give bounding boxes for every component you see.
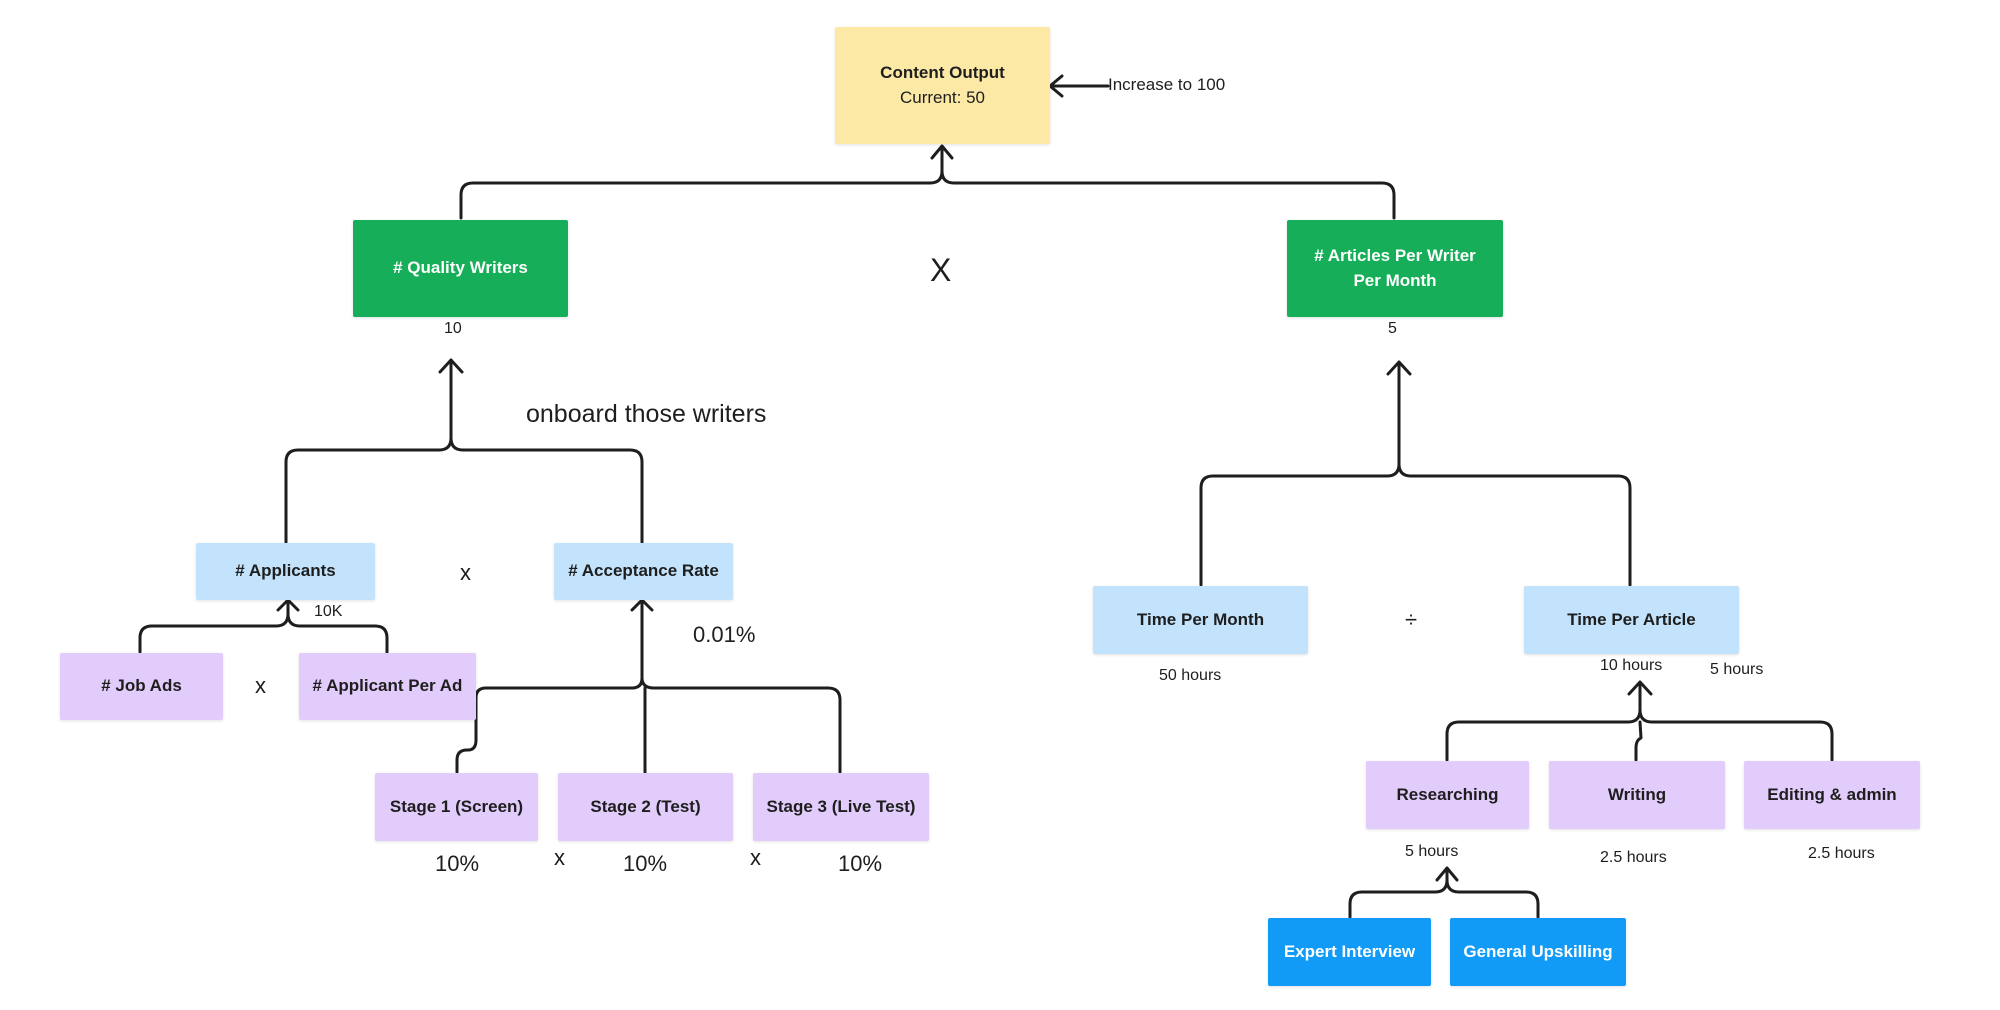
node-expert-interview[interactable]: Expert Interview bbox=[1268, 918, 1431, 986]
node-content-output-subtitle: Current: 50 bbox=[899, 87, 986, 107]
connector-applicants-to-writers bbox=[284, 360, 453, 544]
connector-editing-to-time-article bbox=[1638, 708, 1834, 762]
node-researching-title: Researching bbox=[1396, 784, 1499, 804]
node-time-per-article-title: Time Per Article bbox=[1567, 609, 1696, 629]
node-expert-interview-title: Expert Interview bbox=[1283, 941, 1416, 961]
connector-writing-to-time-article bbox=[1634, 720, 1643, 762]
main-multiply-operator: X bbox=[930, 252, 952, 288]
connector-stage1-to-acceptance bbox=[455, 598, 644, 774]
onboard-note: onboard those writers bbox=[526, 400, 767, 428]
node-time-per-article[interactable]: Time Per Article bbox=[1524, 586, 1739, 654]
connector-stage3-to-acceptance bbox=[640, 676, 842, 774]
connector-articles-to-output bbox=[940, 169, 1396, 220]
time-per-article-alt-value: 5 hours bbox=[1710, 661, 1764, 678]
stage2-value: 10% bbox=[623, 851, 668, 876]
node-job-ads[interactable]: # Job Ads bbox=[60, 653, 223, 720]
arrowhead-time-per-article bbox=[1627, 680, 1653, 696]
node-acceptance-rate[interactable]: # Acceptance Rate bbox=[554, 543, 733, 600]
node-time-per-month[interactable]: Time Per Month bbox=[1093, 586, 1308, 654]
node-stage1-title: Stage 1 (Screen) bbox=[389, 796, 524, 816]
node-stage1[interactable]: Stage 1 (Screen) bbox=[375, 773, 538, 841]
connector-expert-to-researching bbox=[1348, 868, 1449, 919]
node-articles-per-writer-title: # Articles Per Writer Per Month bbox=[1314, 245, 1476, 290]
node-editing[interactable]: Editing & admin bbox=[1744, 761, 1920, 829]
node-quality-writers[interactable]: # Quality Writers bbox=[353, 220, 568, 317]
editing-value: 2.5 hours bbox=[1808, 845, 1875, 862]
node-content-output[interactable]: Content Output Current: 50 bbox=[835, 27, 1050, 144]
node-applicants-title: # Applicants bbox=[235, 561, 336, 581]
node-job-ads-title: # Job Ads bbox=[101, 676, 182, 696]
node-quality-writers-title: # Quality Writers bbox=[393, 258, 528, 278]
node-stage2-title: Stage 2 (Test) bbox=[590, 796, 701, 816]
node-content-output-title: Content Output bbox=[880, 62, 1005, 82]
researching-value: 5 hours bbox=[1405, 843, 1459, 860]
applicants-multiply-operator: x bbox=[460, 560, 471, 585]
arrowhead-articles bbox=[1386, 360, 1412, 376]
increase-target-label: Increase to 100 bbox=[1108, 75, 1226, 94]
stage3-value: 10% bbox=[838, 851, 883, 876]
writing-value: 2.5 hours bbox=[1600, 849, 1667, 866]
arrowhead-content-output bbox=[930, 144, 954, 160]
node-applicant-per-ad-title: # Applicant Per Ad bbox=[312, 676, 463, 696]
connector-upskilling-to-researching bbox=[1445, 878, 1540, 919]
time-per-article-value: 10 hours bbox=[1600, 657, 1663, 674]
node-editing-title: Editing & admin bbox=[1767, 784, 1897, 804]
connector-time-month-to-articles bbox=[1199, 362, 1401, 587]
quality-writers-value: 10 bbox=[444, 320, 462, 337]
arrowhead-increase bbox=[1048, 74, 1064, 98]
articles-per-writer-value: 5 bbox=[1388, 320, 1397, 337]
node-general-upskilling[interactable]: General Upskilling bbox=[1450, 918, 1626, 986]
node-stage3-title: Stage 3 (Live Test) bbox=[766, 796, 916, 816]
node-researching[interactable]: Researching bbox=[1366, 761, 1529, 829]
stage-multiply-operator-1: x bbox=[554, 845, 565, 870]
node-acceptance-rate-title: # Acceptance Rate bbox=[568, 561, 719, 581]
node-stage2[interactable]: Stage 2 (Test) bbox=[558, 773, 733, 841]
connector-acceptance-to-writers bbox=[449, 436, 644, 544]
applicants-value: 10K bbox=[314, 603, 343, 620]
divide-operator: ÷ bbox=[1405, 607, 1418, 632]
node-writing-title: Writing bbox=[1607, 784, 1667, 804]
node-writing[interactable]: Writing bbox=[1549, 761, 1725, 829]
stage1-value: 10% bbox=[435, 851, 480, 876]
node-time-per-month-title: Time Per Month bbox=[1136, 609, 1265, 629]
connector-job-ads-to-applicants bbox=[138, 598, 290, 654]
arrowhead-applicants bbox=[276, 598, 300, 612]
stage-multiply-operator-2: x bbox=[750, 845, 761, 870]
arrowhead-researching bbox=[1435, 866, 1459, 882]
arrowhead-acceptance bbox=[630, 598, 654, 612]
node-stage3[interactable]: Stage 3 (Live Test) bbox=[753, 773, 929, 841]
connector-applicant-per-ad-to-applicants bbox=[286, 612, 389, 654]
connector-researching-to-time-article bbox=[1445, 682, 1642, 762]
node-applicants[interactable]: # Applicants bbox=[196, 543, 375, 600]
connector-quality-writers-to-output bbox=[459, 146, 944, 220]
job-ads-multiply-operator: x bbox=[255, 673, 266, 698]
acceptance-rate-value: 0.01% bbox=[693, 622, 756, 647]
arrowhead-quality-writers bbox=[438, 358, 464, 374]
node-articles-per-writer[interactable]: # Articles Per Writer Per Month bbox=[1287, 220, 1503, 317]
time-per-month-value: 50 hours bbox=[1159, 667, 1222, 684]
connector-time-article-to-articles bbox=[1397, 462, 1632, 587]
node-general-upskilling-title: General Upskilling bbox=[1463, 941, 1613, 961]
node-applicant-per-ad[interactable]: # Applicant Per Ad bbox=[299, 653, 476, 720]
